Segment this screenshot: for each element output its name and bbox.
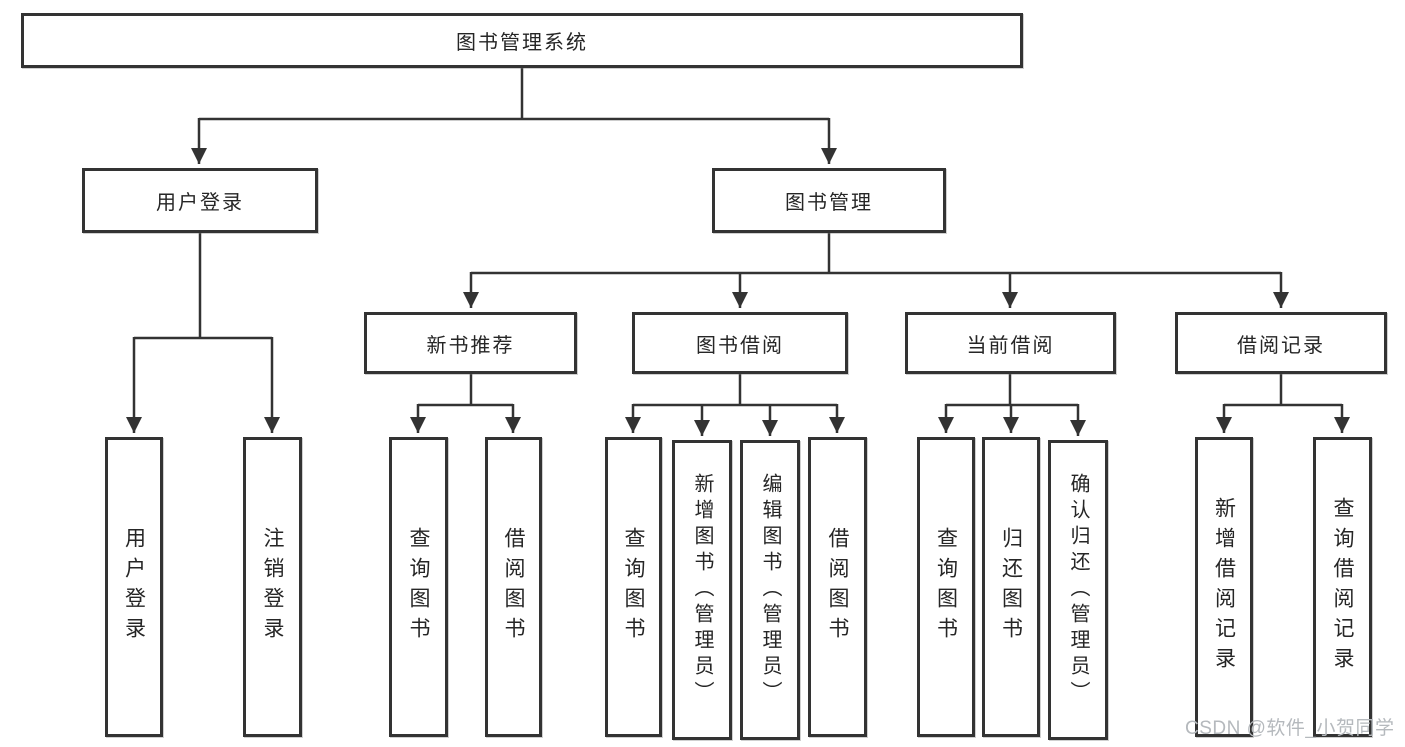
node-nbr-query-book: 查询图书: [389, 437, 448, 737]
node-user-login-action: 用户登录: [105, 437, 163, 737]
node-bb-borrow-book: 借阅图书: [808, 437, 867, 737]
node-br-add-record: 新增借阅记录: [1195, 437, 1253, 737]
node-user-login: 用户登录: [82, 168, 318, 233]
node-bb-add-book-admin: 新增图书（管理员）: [672, 440, 732, 740]
node-cb-query-book: 查询图书: [917, 437, 975, 737]
node-label: 查询借阅记录: [1331, 497, 1354, 677]
csdn-watermark: CSDN @软件_小贺同学: [1185, 718, 1395, 739]
node-borrow-record: 借阅记录: [1175, 312, 1387, 374]
node-library-management-system: 图书管理系统: [21, 13, 1023, 68]
node-br-query-record: 查询借阅记录: [1313, 437, 1372, 737]
node-label: 新增借阅记录: [1212, 497, 1236, 677]
node-label: 图书借阅: [696, 334, 784, 357]
node-current-borrow: 当前借阅: [905, 312, 1116, 374]
node-label: 新增图书（管理员）: [691, 473, 713, 707]
node-label: 归还图书: [999, 527, 1023, 647]
node-label: 图书管理: [785, 192, 873, 214]
node-label: 新书推荐: [426, 334, 515, 357]
node-label: 借阅图书: [826, 527, 849, 647]
node-book-borrow: 图书借阅: [632, 312, 848, 374]
node-label: 用户登录: [122, 527, 146, 647]
node-label: 查询图书: [622, 527, 645, 647]
node-new-book-recommend: 新书推荐: [364, 312, 577, 374]
node-label: 图书管理系统: [456, 32, 588, 54]
node-label: 确认归还（管理员）: [1067, 473, 1089, 707]
node-cb-confirm-return-admin: 确认归还（管理员）: [1048, 440, 1108, 740]
node-label: 借阅记录: [1237, 334, 1325, 357]
node-label: 查询图书: [407, 527, 430, 647]
node-nbr-borrow-book: 借阅图书: [485, 437, 542, 737]
node-label: 用户登录: [156, 192, 244, 214]
node-label: 编辑图书（管理员）: [759, 473, 781, 707]
node-label: 当前借阅: [966, 334, 1055, 357]
node-label: 借阅图书: [502, 527, 525, 647]
node-book-management: 图书管理: [712, 168, 946, 233]
node-label: 注销登录: [261, 527, 284, 647]
node-logout: 注销登录: [243, 437, 302, 737]
node-bb-edit-book-admin: 编辑图书（管理员）: [740, 440, 800, 740]
node-label: 查询图书: [934, 527, 958, 647]
node-bb-query-book: 查询图书: [605, 437, 662, 737]
node-cb-return-book: 归还图书: [982, 437, 1040, 737]
